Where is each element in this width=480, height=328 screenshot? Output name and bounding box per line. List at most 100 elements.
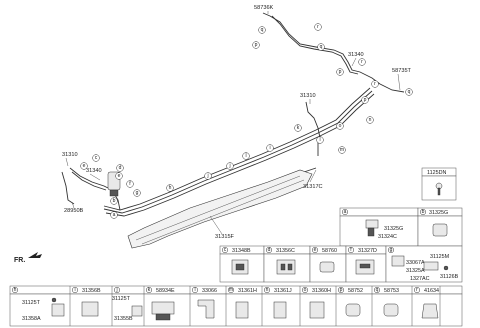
diagram-callouts: q r p q r p r q p n o m k l i l j j h e … [80,23,413,219]
callout-q: q [408,89,411,95]
table-part-k: 58934E [156,288,175,294]
clip-icon [51,297,65,317]
table-callout-i: i [74,287,75,293]
table-callout-k: k [148,287,151,293]
callout-d: d [119,165,122,171]
table-part-f: 31327D [358,248,377,254]
table-part-m: 31361H [238,288,257,294]
table-callout-p: p [340,287,343,293]
upper-fuel-tube-assembly [61,12,405,217]
table-part-j-1: 31125T [112,296,131,302]
table-part-j-2: 31355B [114,316,133,322]
clamp-icon [276,259,296,275]
table-part-h-2: 31358A [22,316,41,322]
table-callout-e: e [314,247,317,253]
clip-icon [131,305,143,317]
grommet-icon [345,303,361,317]
part-label-58736K: 58736K [254,5,274,11]
table-callout-j: j [115,287,117,293]
table-callout-c: c [224,247,227,253]
fr-label: FR. [14,257,25,264]
bracket-icon [197,299,215,319]
grommet-icon [383,303,399,317]
part-label-31340-left: 31340 [86,168,102,174]
callout-j: j [228,163,230,169]
bracket-icon [391,255,449,271]
part-label-31315F: 31315F [215,234,235,240]
parts-table: 1125DN a b 31325G 31325G 31324C c [9,167,463,327]
callout-j: j [206,173,208,179]
callout-q: q [320,44,323,50]
part-label-31310-left: 31310 [62,152,78,158]
callout-l: l [319,137,320,143]
table-part-a-2: 31324C [378,234,397,240]
table-part-o: 31360H [312,288,331,294]
cap-icon [421,303,439,319]
callout-f: f [129,181,131,187]
table-callout-g: g [390,247,393,253]
fuel-line-protector-shield [127,169,313,249]
table-part-p: 58752 [348,288,363,294]
table-part-b: 31325G [429,210,448,216]
table-part-e: 58760 [322,248,337,254]
callout-k: k [297,125,300,131]
part-label-28950B: 28950B [64,208,84,214]
table-callout-d: d [268,247,271,253]
callout-r: r [374,81,376,87]
callout-r: r [317,24,319,30]
clamp-icon [235,301,249,319]
table-part-h-1: 31125T [22,300,41,306]
callout-a: a [113,212,116,218]
table-callout-a: a [344,209,347,215]
callout-o: o [339,123,342,129]
callout-r: r [361,59,363,65]
callout-m: m [340,147,344,153]
clip-icon [319,261,335,273]
table-callout-h: h [14,287,17,293]
clamp-icon [231,259,249,275]
callout-q: q [261,27,264,33]
table-part-d: 31356C [276,248,295,254]
part-label-58735T: 58735T [392,68,412,74]
table-part-n: 31361J [274,288,292,294]
table-callout-f: f [350,247,352,253]
table-callout-b: b [422,209,425,215]
bolt-icon [435,182,443,196]
clip-icon [365,219,379,237]
table-part-g-3: 31325A [406,268,425,274]
callout-h: h [169,185,172,191]
callout-e: e [118,173,121,179]
table-callout-q: q [376,287,379,293]
table-callout-m: m [229,287,233,293]
table-callout-l: l [194,287,195,293]
table-part-r: 41634 [424,288,439,294]
callout-p: p [364,97,367,103]
callout-n: n [369,117,372,123]
callout-g: g [136,190,139,196]
part-label-1125DN: 1125DN [427,170,446,176]
front-direction-indicator: FR. [14,252,42,264]
part-label-31317C: 31317C [303,184,323,190]
clamp-icon [81,301,99,317]
callout-b: b [113,198,116,204]
table-part-q: 58753 [384,288,399,294]
callout-p: p [339,69,342,75]
table-callout-o: o [304,287,307,293]
clamp-icon [355,259,375,275]
part-label-31340-top: 31340 [348,52,364,58]
clamp-icon [151,301,175,321]
table-callout-r: r [416,287,418,293]
table-part-g-5: 1327AC [410,276,430,282]
table-callout-n: n [266,287,269,293]
table-part-i: 31356B [82,288,101,294]
callout-c: c [95,155,98,161]
clamp-icon [273,301,287,319]
table-part-g-4: 31126B [440,274,459,280]
callout-e: e [83,163,86,169]
table-part-c: 31348B [232,248,251,254]
diagram-part-labels: 58736K 31340 58735T 31310 31310 31340 28… [62,5,412,240]
clamp-icon [309,301,325,319]
callout-p: p [255,42,258,48]
callout-i: i [269,145,270,151]
